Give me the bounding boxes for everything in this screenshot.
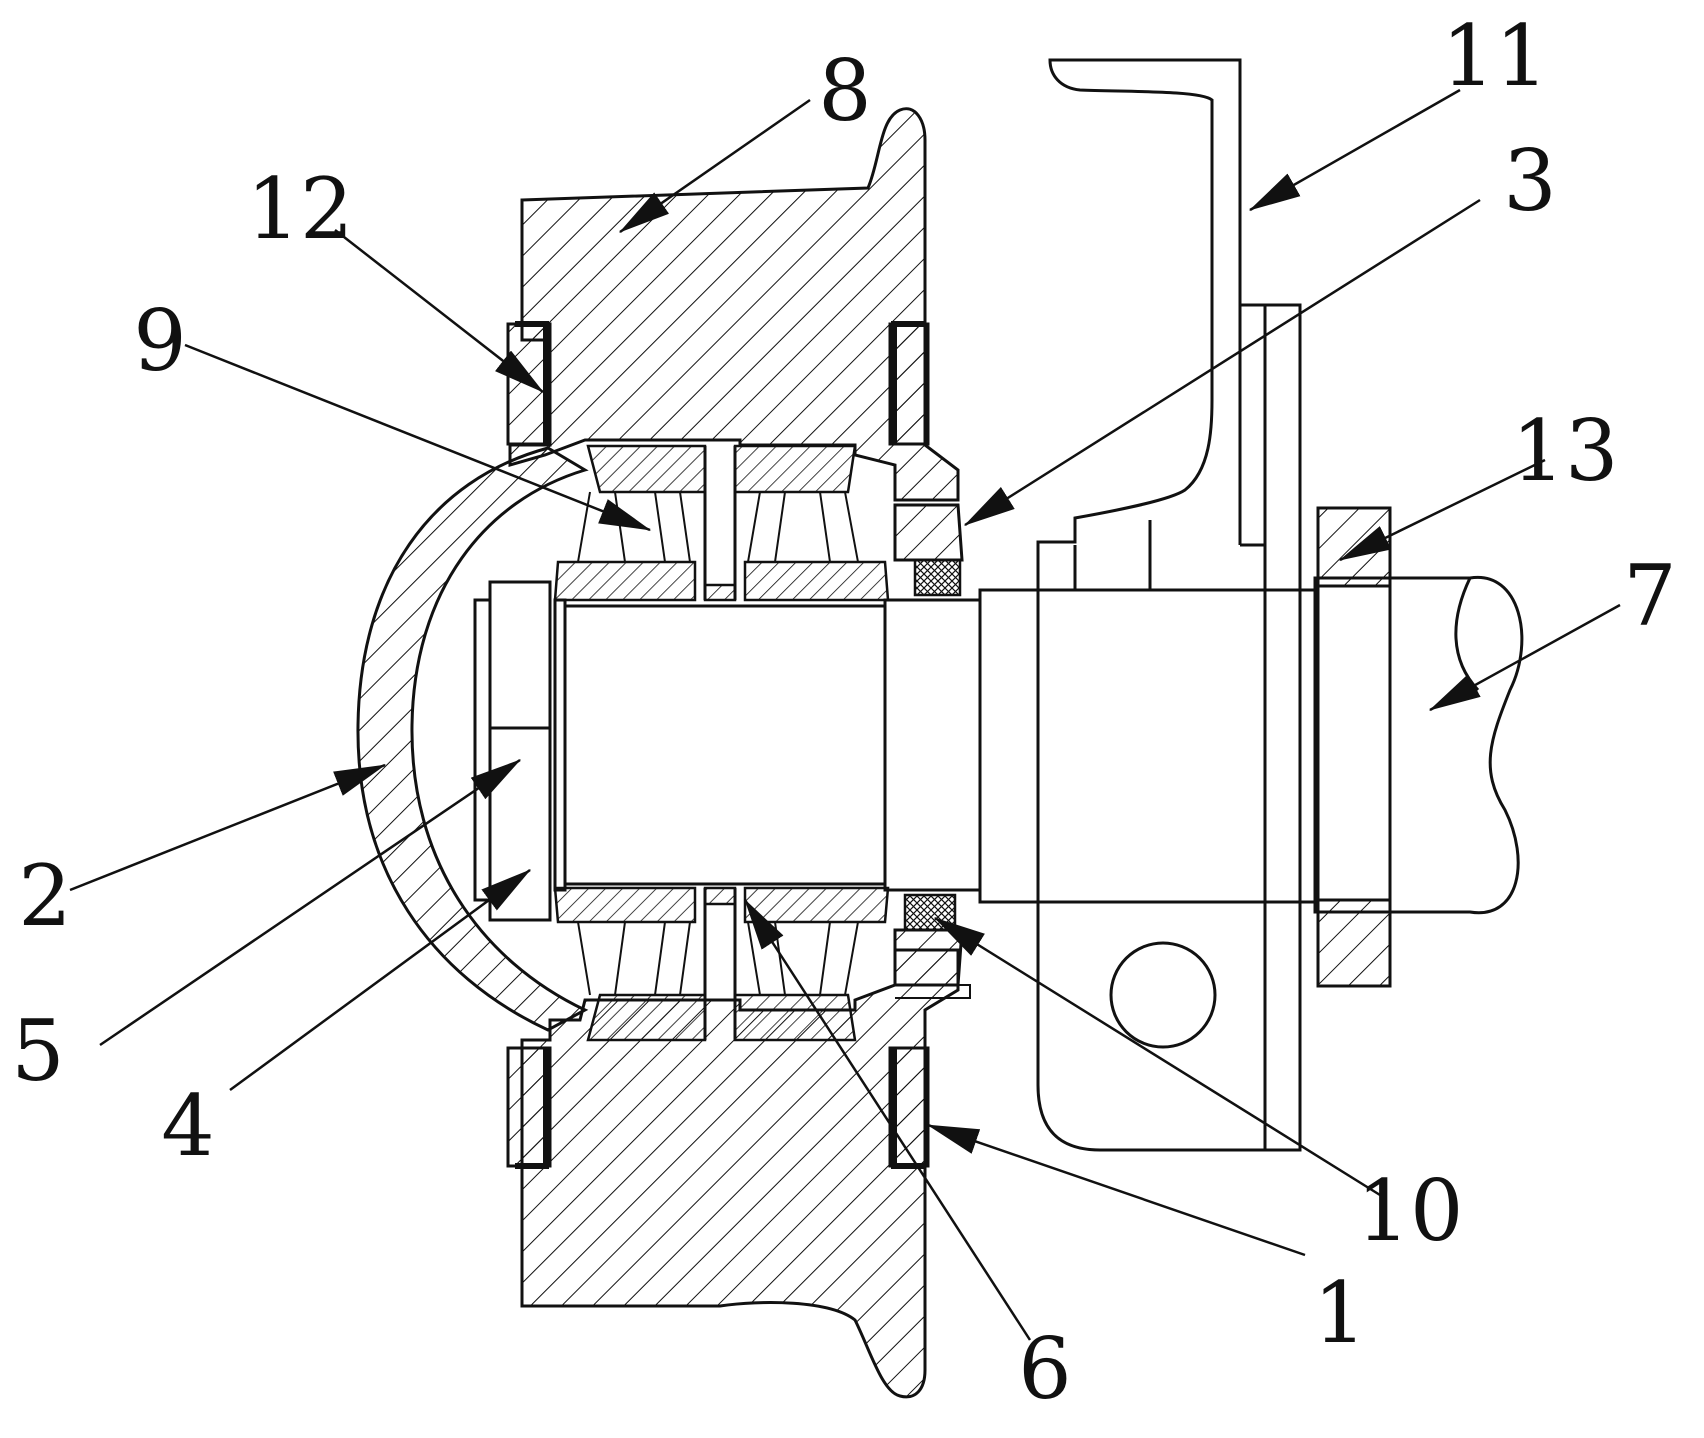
lower-right-outer-cup bbox=[735, 995, 855, 1040]
upper-left-outer-cup bbox=[588, 446, 705, 492]
leader-11 bbox=[1250, 90, 1460, 210]
seal-retainer-lower bbox=[895, 930, 962, 985]
lower-left-outer-cup bbox=[588, 995, 705, 1040]
oil-seal-assembly bbox=[895, 505, 970, 998]
leader-10 bbox=[935, 918, 1380, 1195]
upper-right-outer-cup bbox=[735, 446, 855, 492]
callout-4: 4 bbox=[161, 1077, 214, 1175]
leader-1 bbox=[928, 1125, 1305, 1255]
lower-left-inner-cone bbox=[555, 888, 695, 922]
seal-upper bbox=[915, 560, 960, 595]
callout-8: 8 bbox=[818, 42, 871, 140]
tapered-roller-bearings bbox=[555, 446, 888, 1040]
axle-shaft bbox=[475, 577, 1522, 920]
spindle-journal bbox=[565, 606, 885, 884]
callout-9: 9 bbox=[133, 292, 186, 390]
bracket-outline bbox=[1038, 60, 1300, 1150]
lock-washer bbox=[1318, 508, 1390, 986]
leader-3 bbox=[965, 200, 1480, 525]
callout-2: 2 bbox=[18, 847, 71, 945]
knuckle-bracket bbox=[1038, 60, 1300, 1150]
leader-2 bbox=[70, 765, 385, 890]
callout-3: 3 bbox=[1503, 132, 1556, 230]
callout-5: 5 bbox=[11, 1002, 64, 1100]
washer-upper bbox=[1318, 508, 1390, 586]
upper-spacer bbox=[705, 585, 735, 600]
upper-left-inner-cone bbox=[555, 562, 695, 600]
lower-spacer bbox=[705, 888, 735, 904]
callout-12: 12 bbox=[247, 160, 354, 258]
axle-nut bbox=[490, 582, 550, 920]
upper-right-inner-cone bbox=[745, 562, 888, 600]
spindle-step bbox=[885, 600, 980, 890]
callout-1: 1 bbox=[1313, 1264, 1366, 1362]
pivot-hole bbox=[1111, 943, 1215, 1047]
callout-10: 10 bbox=[1357, 1162, 1464, 1260]
callout-11: 11 bbox=[1442, 7, 1549, 105]
washer-lower bbox=[1318, 900, 1390, 986]
callout-6: 6 bbox=[1018, 1320, 1071, 1418]
seal-retainer-upper bbox=[895, 505, 962, 560]
shaft-break-end bbox=[1315, 577, 1522, 912]
leader-12 bbox=[335, 230, 543, 392]
callout-7: 7 bbox=[1623, 547, 1676, 645]
callout-13: 13 bbox=[1512, 402, 1619, 500]
lower-right-inner-cone bbox=[745, 888, 888, 922]
hub-body bbox=[510, 109, 958, 1397]
